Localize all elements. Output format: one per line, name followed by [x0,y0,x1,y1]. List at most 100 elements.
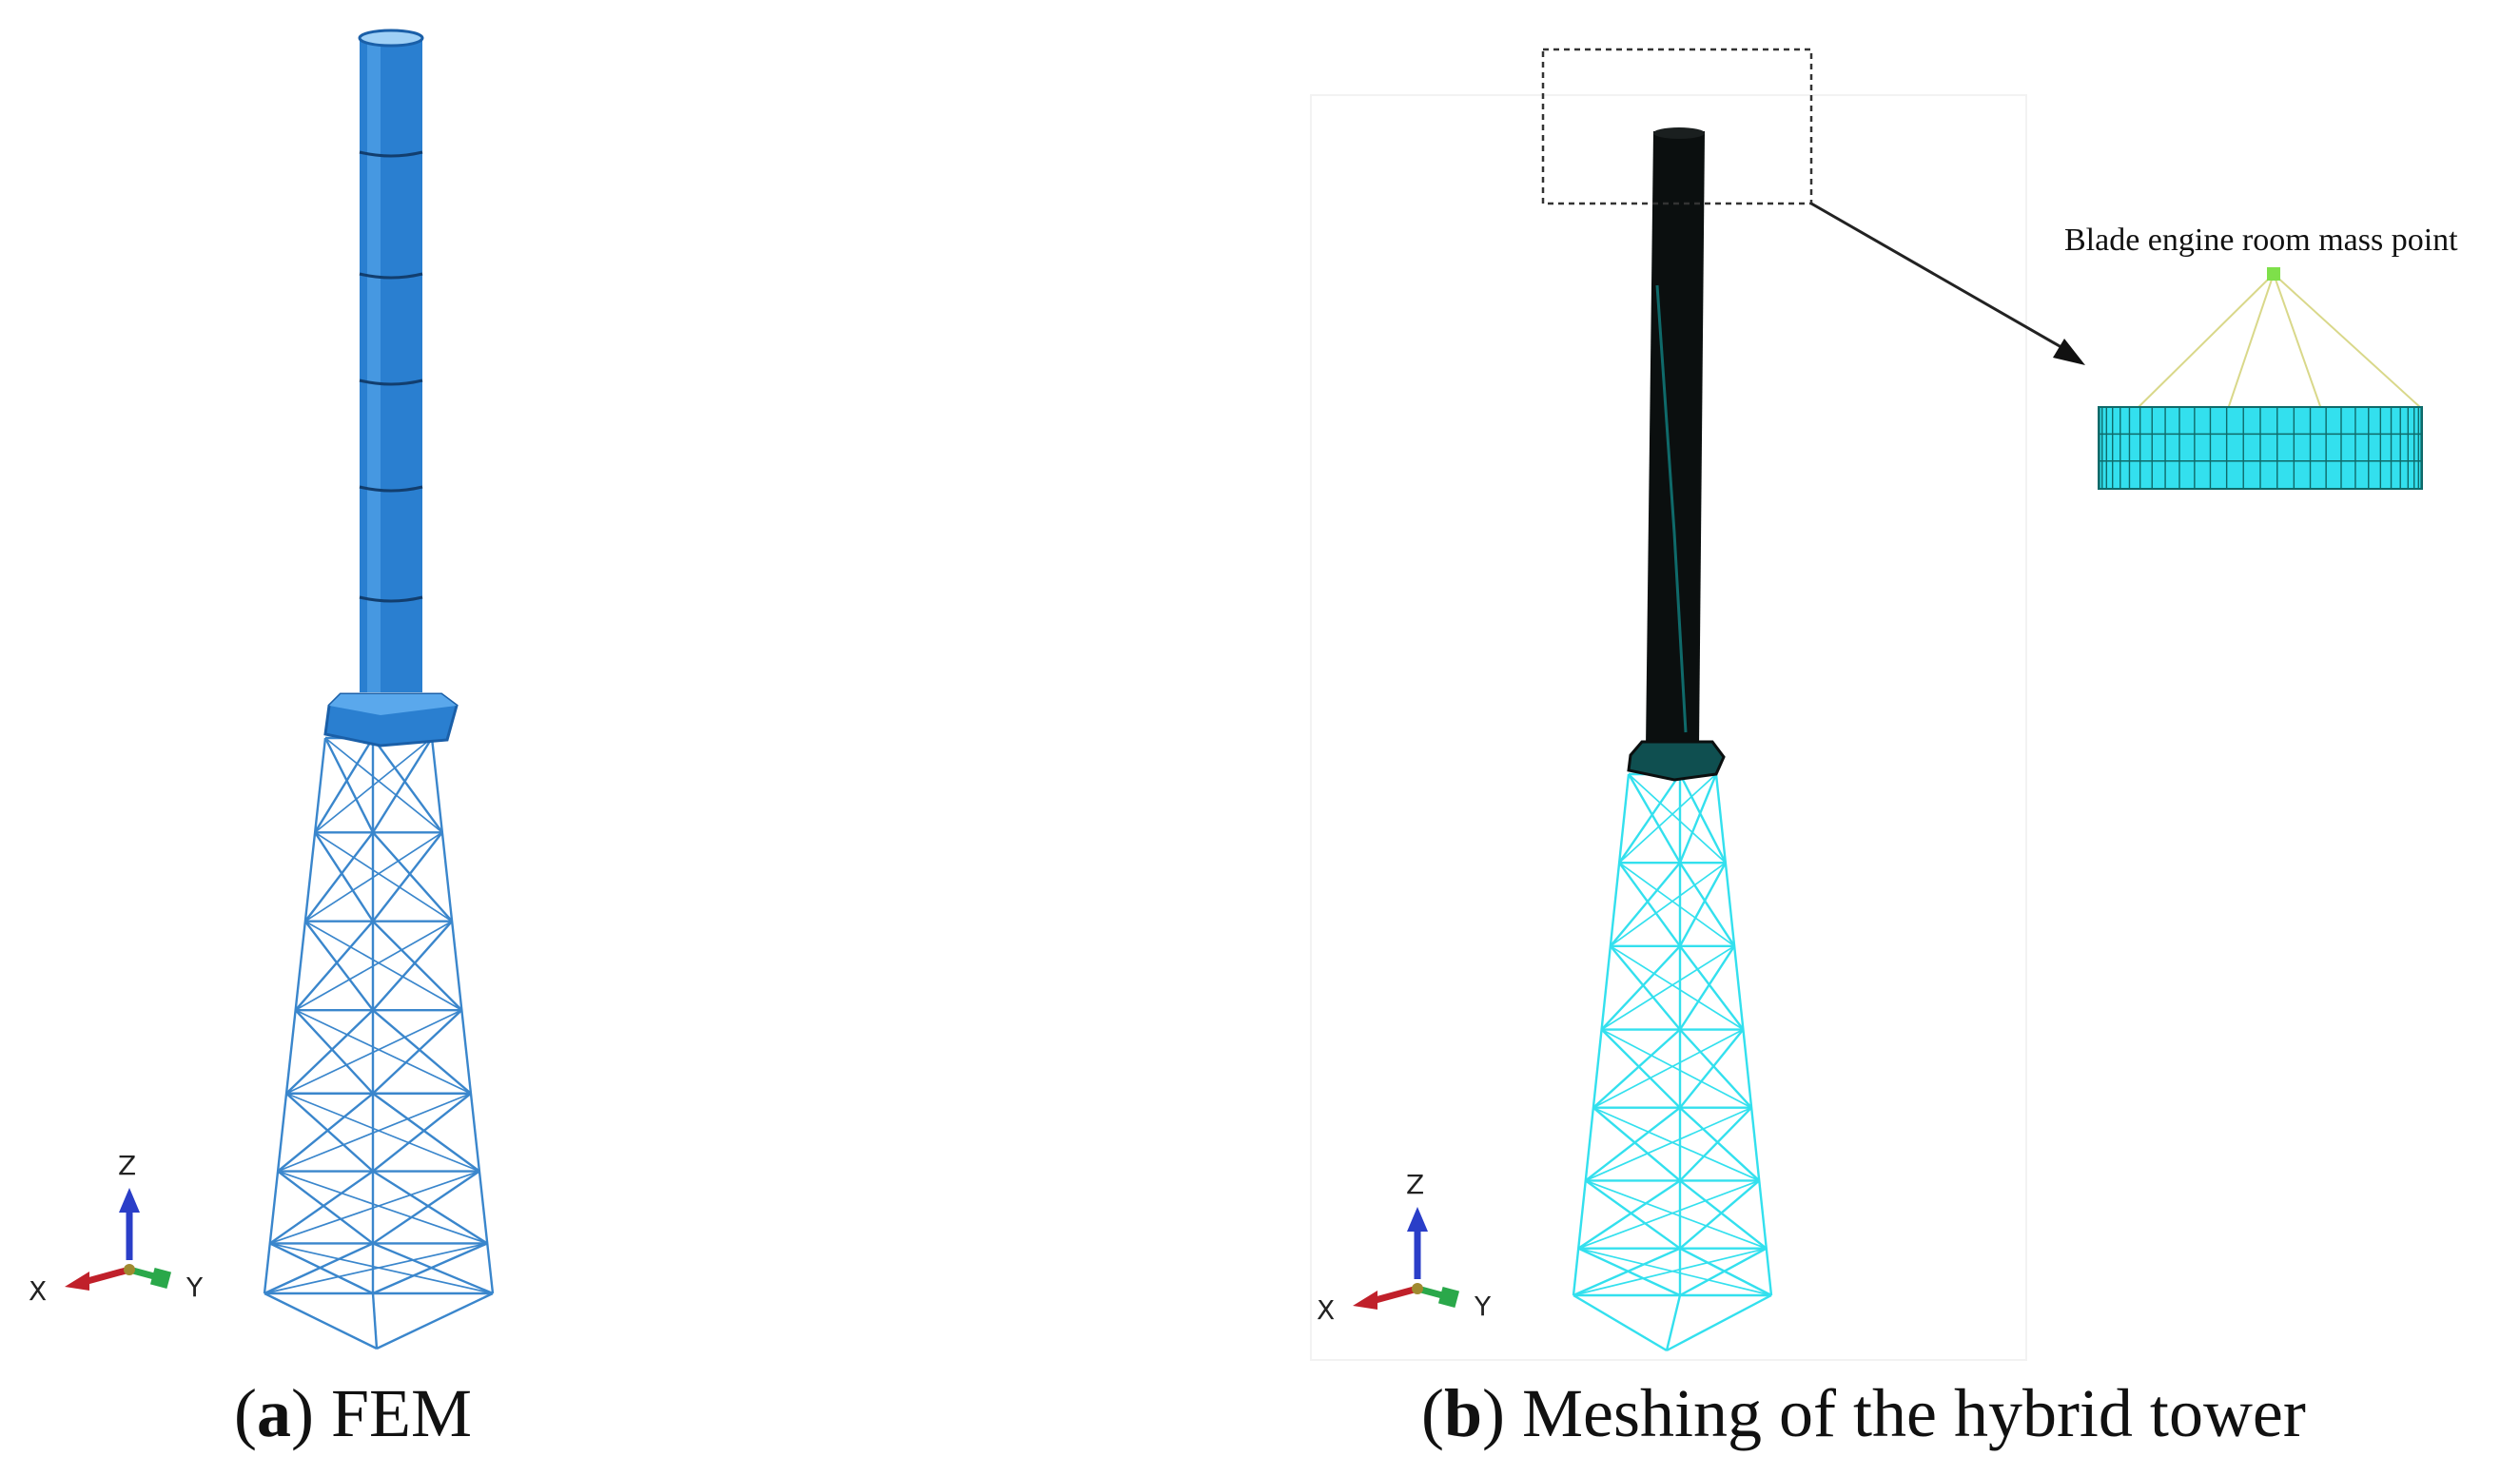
lattice-brace [1573,1247,1767,1296]
lattice-brace [1592,1106,1681,1182]
panel-b-lattice [1572,772,1773,1352]
lattice-pile [1666,1293,1772,1352]
lattice-brace [372,1170,488,1245]
lattice-brace [277,1170,488,1245]
lattice-brace [1678,945,1736,1031]
lattice-brace [372,1170,480,1245]
lattice-brace [1609,945,1681,1031]
lattice-brace [1679,1179,1761,1250]
lattice-pile [264,1292,378,1350]
lattice-brace [303,920,374,1011]
lattice-brace [1679,1106,1752,1182]
triad-a-z-label: Z [118,1150,136,1181]
panel-b-shaft-body [1646,131,1705,748]
panel-b-label: Meshing of the hybrid tower [1522,1375,2306,1451]
lattice-brace [1618,862,1681,947]
inset-link-3 [2273,273,2322,410]
lattice-brace [372,1092,480,1173]
lattice-brace [1585,1106,1681,1182]
lattice-brace [1678,773,1727,864]
panel-b-transition-piece [1627,740,1726,782]
lattice-brace [323,737,375,833]
lattice-brace [1618,862,1735,947]
lattice-brace [304,920,462,1011]
lattice-brace [314,831,453,922]
panel-a-triad: Z X Y [29,1150,204,1307]
lattice-brace [372,1009,463,1095]
lattice-brace [372,1009,472,1095]
panel-a-tower [263,29,495,1350]
lattice-brace [1592,1028,1681,1109]
triad-a-z-head [119,1188,140,1213]
lattice-brace [372,831,454,922]
lattice-brace [264,1242,374,1295]
triad-b-z-head [1407,1207,1428,1232]
lattice-brace [1678,773,1718,864]
lattice-brace [269,1242,494,1294]
lattice-brace [294,920,374,1011]
lattice-brace [277,1092,472,1173]
lattice-brace [1618,773,1681,864]
lattice-brace [1585,1106,1752,1182]
lattice-pile [1665,1294,1682,1351]
lattice-brace [304,831,443,922]
panel-a-transition-top [329,694,457,715]
lattice-brace [372,831,443,922]
lattice-brace [285,1092,374,1173]
panel-a-shaft-highlight [367,36,381,692]
triad-b-origin [1412,1283,1423,1294]
panel-b-letter: b [1443,1375,1483,1451]
lattice-brace [277,1092,374,1173]
panel-b-callout-arrowhead [2053,339,2085,365]
lattice-brace [1601,945,1735,1031]
lattice-brace [295,1009,472,1095]
panel-a-caption: (a) FEM [234,1375,473,1451]
panel-b-shaft-seam [1655,284,1688,733]
lattice-brace [1679,1106,1761,1182]
lattice-brace [324,737,443,833]
lattice-brace [269,1170,374,1245]
triad-a-x-head [65,1272,89,1291]
lattice-brace [277,1170,374,1245]
lattice-brace [314,737,375,833]
lattice-leg [1572,773,1631,1296]
panel-b-shaft-top [1653,127,1705,139]
lattice-brace [264,1242,488,1294]
lattice-brace [1678,862,1727,947]
panel-b-callout-label: Blade engine room mass point [2064,223,2458,258]
panel-b-triad: Z X Y [1317,1169,1492,1326]
triad-b-x-head [1353,1291,1377,1310]
lattice-brace [372,737,443,833]
lattice-brace [1679,1247,1772,1297]
lattice-brace [1573,1247,1681,1297]
lattice-leg [430,737,495,1294]
lattice-brace [1600,1028,1681,1109]
panel-b-zoom-box [1541,48,1813,205]
lattice-brace [303,831,374,922]
lattice-brace [1585,1179,1681,1250]
triad-b-x-shaft [1375,1285,1418,1304]
lattice-brace [372,920,454,1011]
inset-link-4 [2273,273,2423,410]
triad-b-y-head [1437,1286,1460,1309]
lattice-pile [1573,1293,1668,1352]
panel-b-viewport-frame [1310,94,2027,1361]
panel-a-shaft-rings [359,150,423,603]
lattice-brace [372,1242,488,1295]
lattice-brace [1628,773,1727,864]
lattice-brace [294,1009,374,1095]
lattice-brace [1601,1028,1752,1109]
triad-a-x-label: X [29,1275,47,1307]
lattice-brace [1577,1179,1760,1250]
triad-a-y-head [149,1267,172,1290]
lattice-brace [1679,945,1745,1031]
triad-b-y-label: Y [1474,1291,1492,1322]
lattice-brace [1592,1106,1760,1182]
panel-a-shaft-top [358,29,424,48]
panel-a-shaft [323,29,459,748]
lattice-brace [371,737,434,833]
lattice-brace [1679,1028,1745,1109]
panel-a-label: FEM [330,1375,473,1451]
